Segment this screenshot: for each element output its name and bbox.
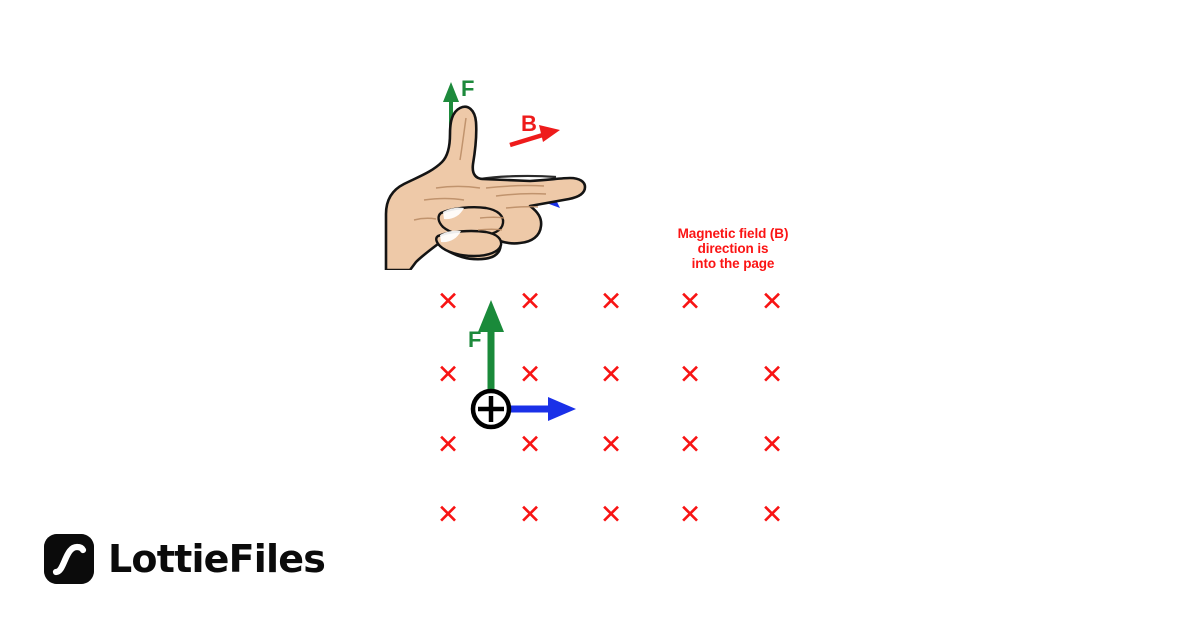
field-into-page-x-icon: ✕ xyxy=(599,286,623,318)
hand-shape xyxy=(384,105,587,270)
field-into-page-x-icon: ✕ xyxy=(678,286,702,318)
field-into-page-x-icon: ✕ xyxy=(436,429,460,461)
field-direction-caption: Magnetic field (B) direction is into the… xyxy=(643,226,823,271)
field-into-page-x-icon: ✕ xyxy=(678,429,702,461)
caption-line-1: Magnetic field (B) xyxy=(677,226,789,241)
field-into-page-x-icon: ✕ xyxy=(678,359,702,391)
field-into-page-x-icon: ✕ xyxy=(599,429,623,461)
magnetic-field-grid: ✕ ✕ ✕ ✕ ✕ ✕ ✕ ✕ ✕ ✕ ✕ ✕ ✕ ✕ ✕ ✕ ✕ ✕ ✕ ✕ xyxy=(420,280,800,540)
hand-field-arrow-icon xyxy=(509,125,560,148)
caption-line-3: into the page xyxy=(691,256,775,271)
lottiefiles-logo-mark-icon xyxy=(44,534,94,584)
field-into-page-x-icon: ✕ xyxy=(436,499,460,531)
field-into-page-x-icon: ✕ xyxy=(760,286,784,318)
field-into-page-x-icon: ✕ xyxy=(518,429,542,461)
field-into-page-x-icon: ✕ xyxy=(518,359,542,391)
right-hand-illustration xyxy=(384,82,587,270)
grid-velocity-arrow-icon xyxy=(506,397,576,421)
hand-force-label: F xyxy=(461,76,475,101)
field-into-page-x-icon: ✕ xyxy=(599,499,623,531)
charge-and-vectors xyxy=(470,300,576,430)
field-into-page-x-icon: ✕ xyxy=(678,499,702,531)
grid-force-label: F xyxy=(468,327,482,352)
positive-charge-icon xyxy=(470,388,512,430)
field-into-page-x-icon: ✕ xyxy=(518,499,542,531)
hand-field-label: B xyxy=(521,111,537,136)
field-into-page-x-icon: ✕ xyxy=(518,286,542,318)
field-into-page-x-icon: ✕ xyxy=(760,499,784,531)
field-into-page-x-icon: ✕ xyxy=(436,359,460,391)
field-into-page-x-icon: ✕ xyxy=(436,286,460,318)
lottiefiles-logo[interactable]: LottieFiles xyxy=(44,534,326,584)
caption-line-2: direction is xyxy=(697,241,769,256)
field-into-page-x-icon: ✕ xyxy=(599,359,623,391)
field-into-page-x-icon: ✕ xyxy=(760,429,784,461)
field-into-page-x-icon: ✕ xyxy=(760,359,784,391)
lottiefiles-wordmark: LottieFiles xyxy=(108,537,326,581)
